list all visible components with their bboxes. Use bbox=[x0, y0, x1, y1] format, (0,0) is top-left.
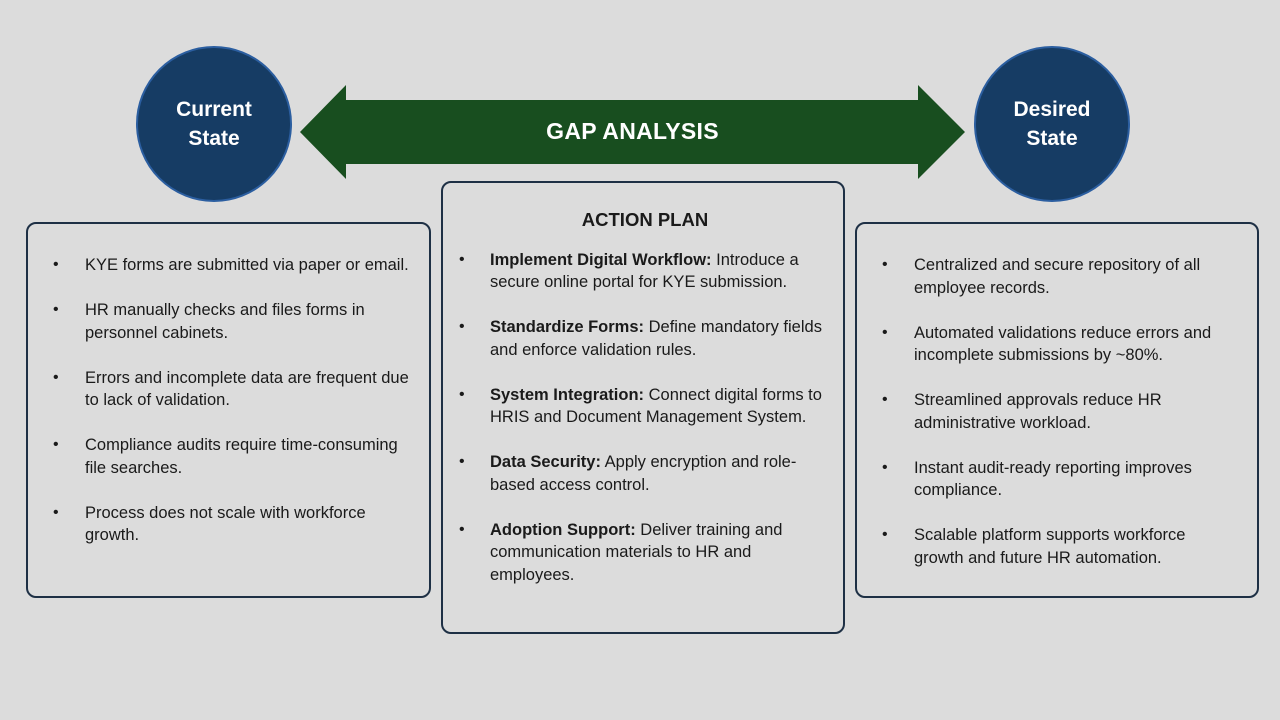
action-plan-title: ACTION PLAN bbox=[581, 209, 709, 230]
current-state-circle: Current State bbox=[136, 46, 292, 202]
desired-state-circle: Desired State bbox=[974, 46, 1130, 202]
list-item: Errors and incomplete data are frequent … bbox=[50, 367, 411, 412]
desired-state-line2: State bbox=[1026, 127, 1078, 150]
list-item: Compliance audits require time-consuming… bbox=[50, 434, 411, 479]
list-item: System Integration: Connect digital form… bbox=[457, 384, 833, 429]
desired-state-list: Centralized and secure repository of all… bbox=[879, 254, 1239, 569]
desired-state-line1: Desired bbox=[1013, 98, 1091, 121]
action-plan-list: Implement Digital Workflow: Introduce a … bbox=[457, 249, 833, 587]
desired-state-box: Centralized and secure repository of all… bbox=[855, 222, 1259, 598]
list-item: Implement Digital Workflow: Introduce a … bbox=[457, 249, 833, 294]
current-state-line2: State bbox=[188, 127, 240, 150]
gap-analysis-double-arrow bbox=[300, 85, 965, 179]
item-text: Apply encryption and role-based access c… bbox=[490, 453, 797, 494]
item-heading: System Integration: bbox=[490, 385, 645, 404]
gap-analysis-label: GAP ANALYSIS bbox=[546, 117, 719, 144]
item-heading: Data Security: bbox=[490, 453, 601, 471]
list-item: Standardize Forms: Define mandatory fiel… bbox=[457, 316, 833, 361]
current-state-list: KYE forms are submitted via paper or ema… bbox=[50, 254, 411, 547]
item-text: Deliver training and communication mater… bbox=[490, 520, 783, 584]
list-item: Automated validations reduce errors and … bbox=[879, 322, 1239, 367]
list-item: Centralized and secure repository of all… bbox=[879, 254, 1239, 299]
item-heading: Standardize Forms: bbox=[490, 318, 645, 336]
action-plan-box: ACTION PLAN Implement Digital Workflow: … bbox=[441, 181, 845, 634]
current-state-line1: Current bbox=[176, 98, 252, 121]
list-item: Process does not scale with workforce gr… bbox=[50, 502, 411, 547]
list-item: Instant audit-ready reporting improves c… bbox=[879, 457, 1239, 502]
item-heading: Adoption Support: bbox=[490, 520, 636, 539]
item-text: Introduce a secure online portal for KYE… bbox=[490, 250, 799, 292]
item-text: Connect digital forms to HRIS and Docume… bbox=[490, 385, 822, 427]
list-item: KYE forms are submitted via paper or ema… bbox=[50, 254, 411, 277]
list-item: Scalable platform supports workforce gro… bbox=[879, 524, 1239, 569]
list-item: Adoption Support: Deliver training and c… bbox=[457, 519, 833, 587]
item-text: Define mandatory fields and enforce vali… bbox=[490, 318, 822, 359]
list-item: HR manually checks and files forms in pe… bbox=[50, 299, 411, 344]
list-item: Streamlined approvals reduce HR administ… bbox=[879, 389, 1239, 434]
item-heading: Implement Digital Workflow: bbox=[490, 250, 712, 269]
list-item: Data Security: Apply encryption and role… bbox=[457, 451, 833, 496]
current-state-box: KYE forms are submitted via paper or ema… bbox=[26, 222, 431, 598]
